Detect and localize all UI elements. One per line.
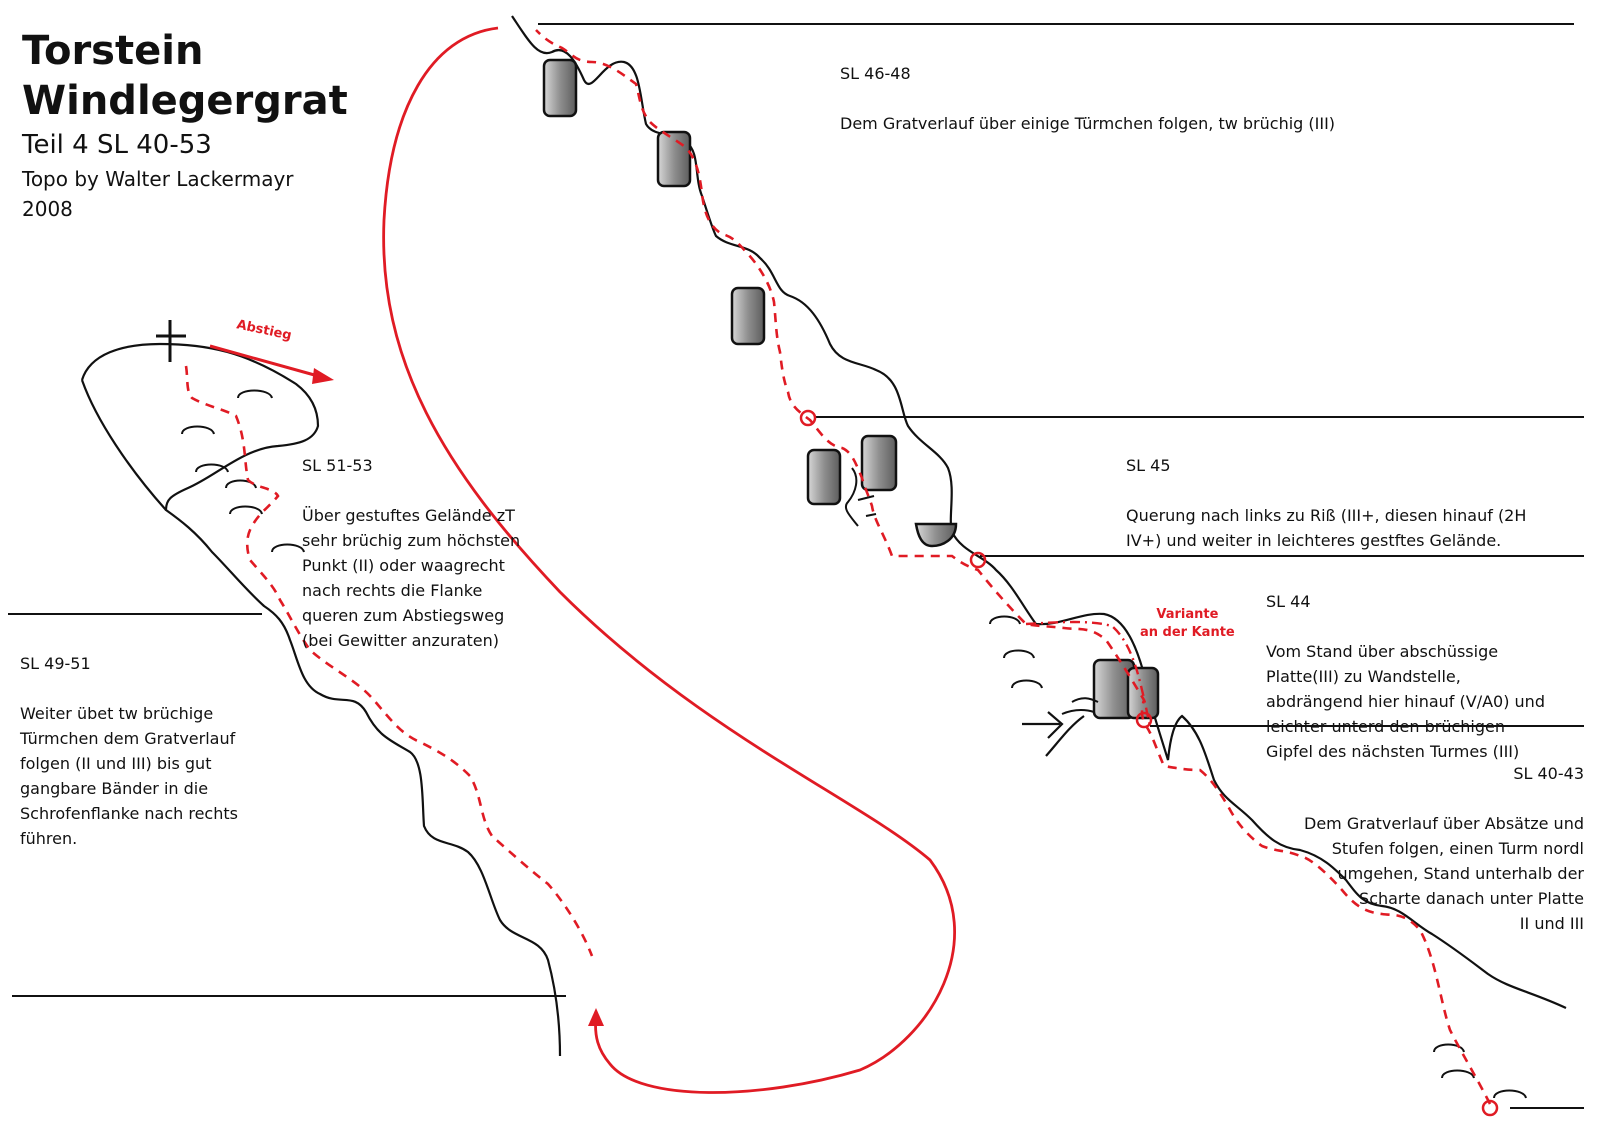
- pitch-sl45: SL 45 Querung nach links zu Riß (III+, d…: [1126, 428, 1526, 553]
- tower-1: [542, 58, 578, 118]
- ridge-outline-left: [80, 342, 562, 1057]
- summit-cross-icon: [156, 320, 186, 362]
- approach-arrow-icon: [1022, 711, 1085, 757]
- ledge-icon: [271, 543, 305, 553]
- ledge-icon: [1441, 1069, 1475, 1079]
- pitch-sl44: SL 44 Vom Stand über abschüssige Platte(…: [1266, 564, 1545, 764]
- pitch-heading: SL 46-48: [840, 64, 911, 83]
- boulder-sl45: [914, 522, 958, 548]
- tower-2: [656, 130, 692, 188]
- belay-icon: [799, 409, 817, 427]
- tower-3: [730, 286, 766, 346]
- title-line-1: Torstein: [22, 28, 204, 74]
- belay-icon: [1135, 711, 1153, 729]
- belay-stations: [799, 409, 1499, 1117]
- author-credit: Topo by Walter Lackermayr: [22, 167, 294, 191]
- pitch-sl49-51: SL 49-51 Weiter übet tw brüchige Türmche…: [20, 626, 238, 851]
- ledge-icon: [237, 389, 273, 399]
- tower-5: [860, 434, 898, 492]
- ridge-outline-left-upper: [80, 379, 167, 511]
- title-block: Torstein Windlegergrat Teil 4 SL 40-53 T…: [22, 26, 348, 224]
- ledge-icon: [195, 463, 229, 473]
- pitch-heading: SL 40-43: [1513, 764, 1584, 783]
- pitch-text: Über gestuftes Gelände zT sehr brüchig z…: [302, 506, 521, 650]
- pitch-text: Dem Gratverlauf über einige Türmchen fol…: [840, 114, 1336, 133]
- ledge-icon: [1493, 1089, 1527, 1099]
- pitch-text: Dem Gratverlauf über Absätze und Stufen …: [1304, 814, 1584, 933]
- pitch-sl46-48: SL 46-48 Dem Gratverlauf über einige Tür…: [840, 36, 1335, 136]
- pitch-text: Weiter übet tw brüchige Türmchen dem Gra…: [20, 704, 238, 848]
- ledge-icon: [225, 479, 257, 489]
- year: 2008: [22, 197, 73, 221]
- belay-icon: [969, 551, 987, 569]
- tower-4: [806, 448, 842, 506]
- crack-marks: [844, 467, 1099, 715]
- belay-icon: [1481, 1099, 1499, 1117]
- pitch-heading: SL 51-53: [302, 456, 373, 475]
- route-dashed-right: [535, 29, 1492, 1105]
- pitch-sl51-53: SL 51-53 Über gestuftes Gelände zT sehr …: [302, 428, 520, 653]
- pitch-heading: SL 49-51: [20, 654, 91, 673]
- pitch-text: Querung nach links zu Riß (III+, diesen …: [1126, 506, 1527, 550]
- ledge-icon: [1011, 679, 1043, 689]
- subtitle: Teil 4 SL 40-53: [22, 130, 212, 160]
- route-dashed-left: [184, 365, 594, 957]
- ledge-icon: [181, 425, 215, 435]
- abstieg-arrowhead-icon: [312, 368, 334, 384]
- ledge-icon: [1003, 649, 1035, 659]
- pitch-heading: SL 45: [1126, 456, 1171, 475]
- variante-label: Variante an der Kante: [1140, 607, 1235, 640]
- descent-route: [382, 26, 956, 1094]
- pitch-dividers: [8, 23, 1584, 1109]
- ledge-symbols: [181, 389, 1527, 1099]
- title-line-2: Windlegergrat: [22, 78, 348, 124]
- ledge-icon: [229, 505, 263, 515]
- pitch-heading: SL 44: [1266, 592, 1311, 611]
- ledge-icon: [1433, 1043, 1465, 1053]
- ledge-icon: [989, 615, 1021, 625]
- route-variant: [1025, 620, 1152, 727]
- pitch-text: Vom Stand über abschüssige Platte(III) z…: [1266, 642, 1545, 761]
- pitch-sl40-43: SL 40-43 Dem Gratverlauf über Absätze un…: [1304, 736, 1584, 936]
- descent-arrowhead-icon: [588, 1008, 604, 1026]
- abstieg-arrow: [209, 344, 319, 378]
